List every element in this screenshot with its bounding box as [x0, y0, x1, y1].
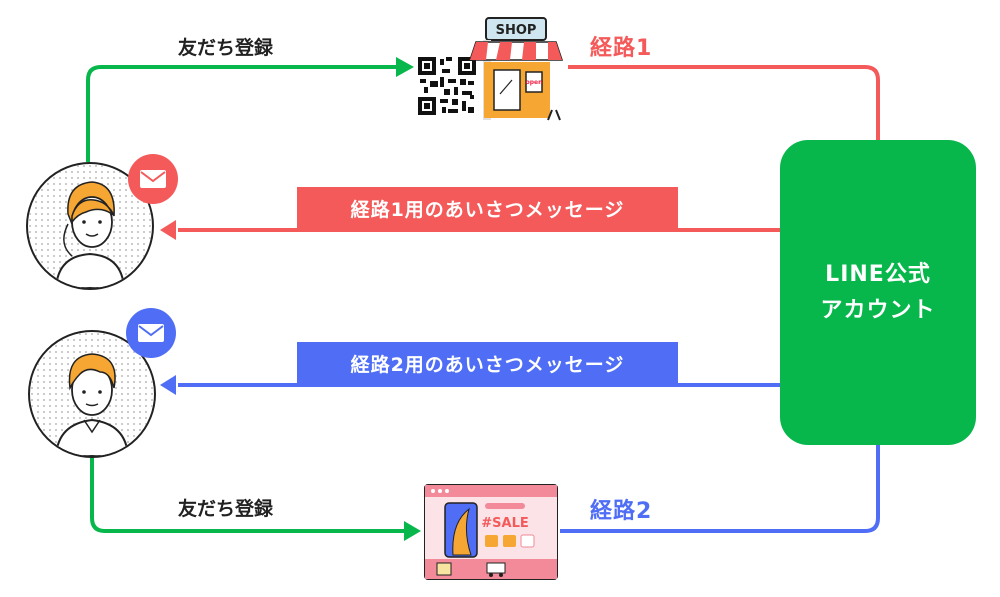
shop-sign: SHOP: [496, 23, 537, 38]
route-label-2: 経路2: [590, 499, 653, 524]
sale-text: #SALE: [481, 516, 528, 531]
red-route-line: [568, 65, 880, 140]
line-account-line2: アカウント: [820, 297, 936, 323]
mail-icon: [138, 324, 164, 342]
blue-route-line: [560, 445, 880, 533]
green-register-line-top: [86, 65, 400, 162]
qr-code-icon: [418, 57, 476, 115]
line-account-line1: LINE公式: [825, 261, 931, 287]
shop-panel-text: open: [526, 79, 543, 86]
shop-icon: open SHOP: [468, 17, 564, 121]
mail-icon: [140, 170, 166, 188]
mail-badge-red: [128, 154, 178, 204]
green-arrowhead-bottom: [404, 521, 421, 541]
green-arrowhead-top: [396, 57, 414, 77]
register-label-bottom: 友だち登録: [178, 498, 274, 520]
line-official-account: LINE公式 アカウント: [780, 140, 976, 445]
red-arrowhead: [160, 220, 176, 240]
person-man-icon: [30, 332, 154, 456]
route-label-1: 経路1: [590, 36, 653, 61]
blue-arrowhead: [160, 375, 176, 395]
avatar-man: [28, 330, 156, 458]
green-register-line-bottom: [90, 455, 404, 533]
greeting-banner-2: 経路2用のあいさつメッセージ: [297, 342, 678, 384]
greeting-banner-1: 経路1用のあいさつメッセージ: [297, 187, 678, 229]
register-label-top: 友だち登録: [178, 37, 274, 59]
web-sale-icon: #SALE: [424, 484, 558, 580]
mail-badge-blue: [126, 308, 176, 358]
